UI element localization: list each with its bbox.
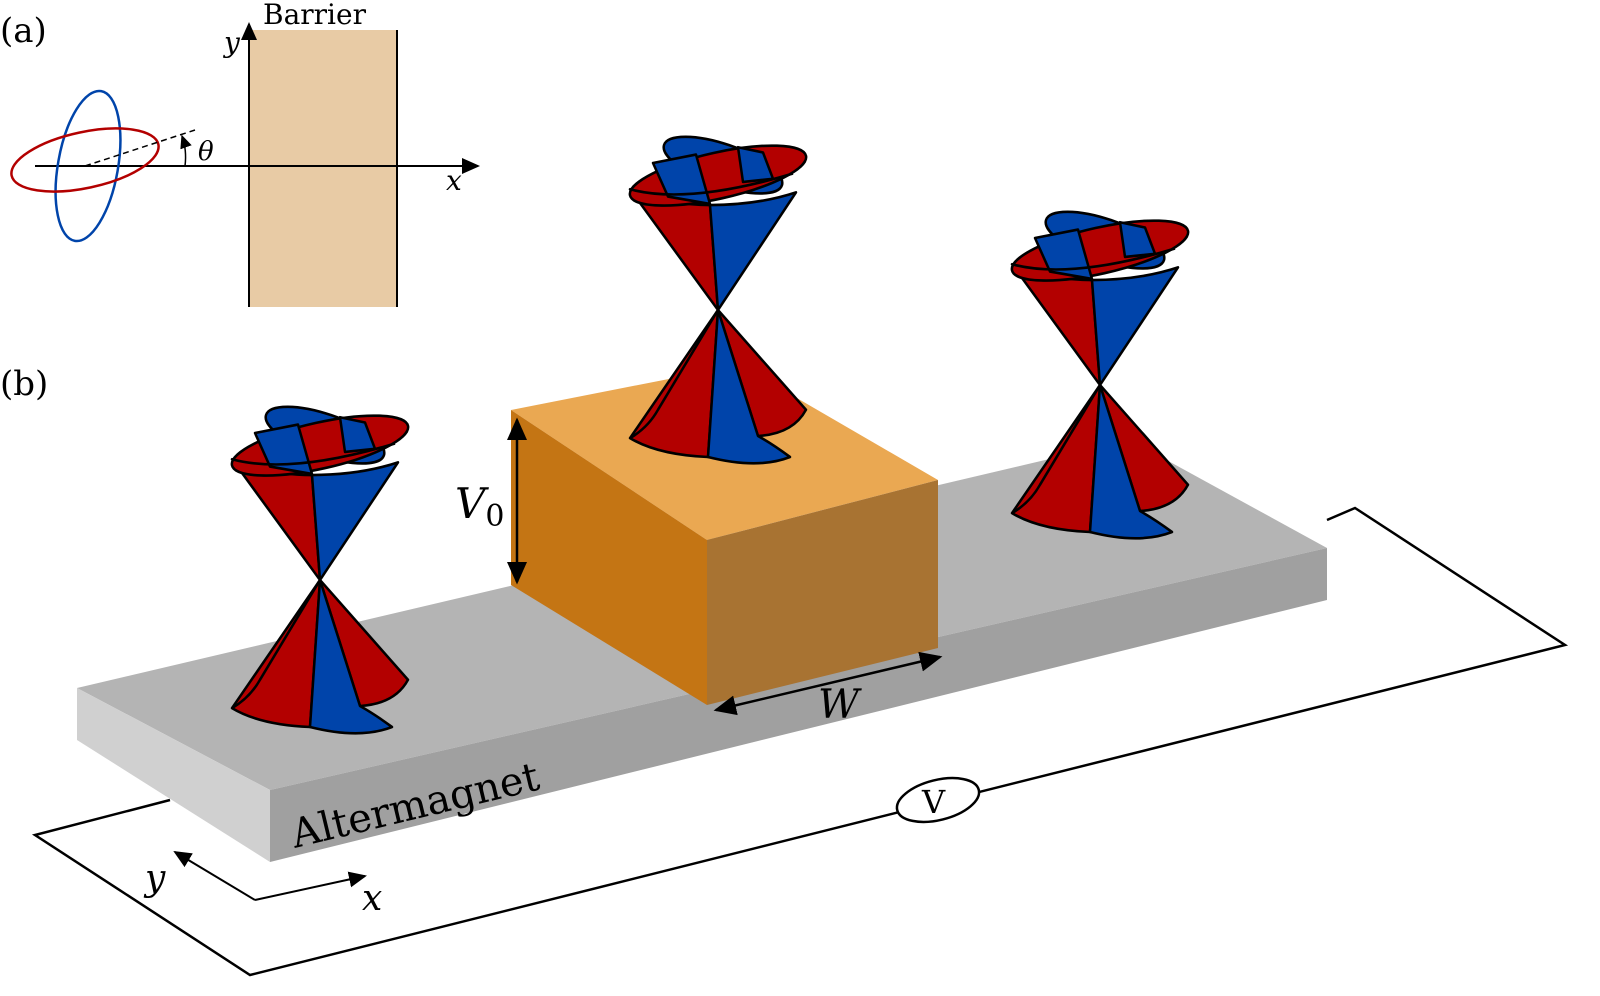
x-axis-label: x xyxy=(446,164,462,197)
height-label: V0 xyxy=(455,479,504,534)
width-arrow xyxy=(713,651,943,716)
coord-x-label: x xyxy=(362,878,382,919)
angle-line xyxy=(84,129,196,167)
voltmeter: V xyxy=(895,776,981,824)
blue-fermi-surface xyxy=(54,89,122,243)
dirac-cone-left xyxy=(226,393,414,735)
panel-b-label: (b) xyxy=(0,364,48,404)
y-axis-label: y xyxy=(222,26,241,59)
dirac-cone-center xyxy=(624,123,812,465)
barrier-region xyxy=(249,30,397,307)
voltmeter-label: V xyxy=(921,783,946,821)
theta-label: θ xyxy=(198,137,214,167)
coord-y-label: y xyxy=(143,858,166,899)
panel-a-label: (a) xyxy=(0,11,47,51)
dirac-cone-right xyxy=(1006,198,1194,540)
red-fermi-surface xyxy=(10,127,160,193)
coord-y-arrow xyxy=(173,850,256,901)
width-label: W xyxy=(818,682,862,728)
angle-arc xyxy=(180,134,192,167)
barrier-label: Barrier xyxy=(263,0,367,31)
coord-x-arrow xyxy=(254,871,367,901)
